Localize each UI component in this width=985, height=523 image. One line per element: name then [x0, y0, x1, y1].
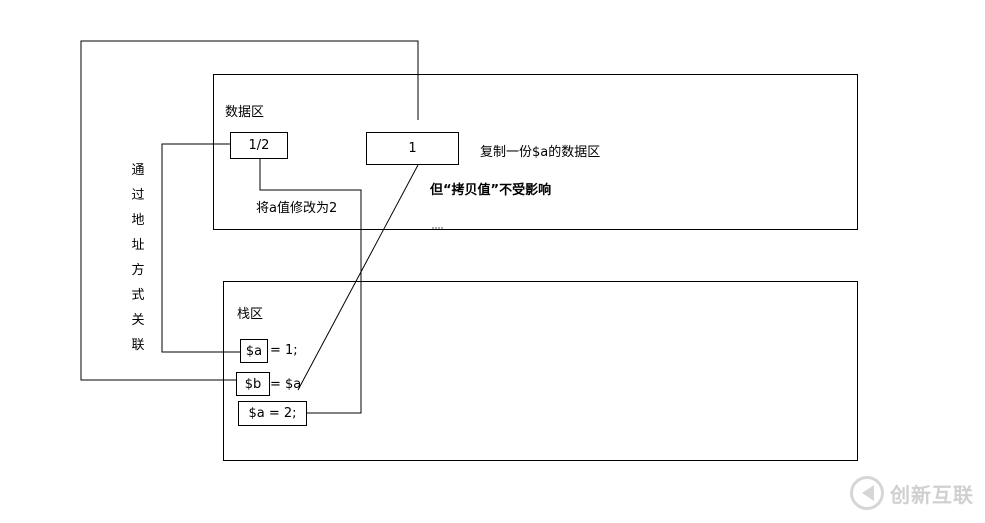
copy-note: 复制一份$a的数据区 [480, 145, 601, 160]
watermark-brand: 创新互联 [890, 482, 974, 507]
data-box-right: 1 [366, 132, 459, 165]
side-label-char: 通 [131, 163, 145, 178]
brand-logo-icon [850, 476, 884, 510]
side-label-char: 地 [131, 213, 145, 228]
data-box-left: 1/2 [230, 132, 288, 159]
outer-loop-line [80, 40, 419, 381]
side-label-char: 方 [131, 263, 145, 278]
stack-region [223, 281, 858, 461]
modify-line [259, 158, 362, 414]
side-label-vertical: 通 过 地 址 方 式 关 联 [130, 158, 146, 358]
a-to-data-line [161, 143, 240, 353]
stack-line2-rest: = $a [270, 377, 302, 392]
side-label-char: 过 [131, 188, 145, 203]
stack-region-title: 栈区 [237, 307, 264, 322]
side-label-char: 址 [131, 238, 145, 253]
copy-diagonal-line [297, 164, 419, 391]
stack-line3-box: $a = 2; [238, 401, 307, 426]
side-label-char: 联 [131, 338, 145, 353]
watermark-logo: 创新互联 [850, 476, 974, 510]
stack-var-a-box: $a [240, 339, 268, 363]
side-label-char: 关 [131, 313, 145, 328]
copy-note-bold: 但“拷贝值”不受影响 [430, 183, 552, 198]
modify-note: 将a值修改为2 [256, 201, 338, 216]
side-label-char: 式 [131, 288, 145, 303]
stack-line1-rest: = 1; [270, 343, 298, 358]
data-region [213, 74, 858, 230]
stack-var-b-box: $b [236, 372, 270, 396]
data-region-title: 数据区 [225, 105, 265, 120]
